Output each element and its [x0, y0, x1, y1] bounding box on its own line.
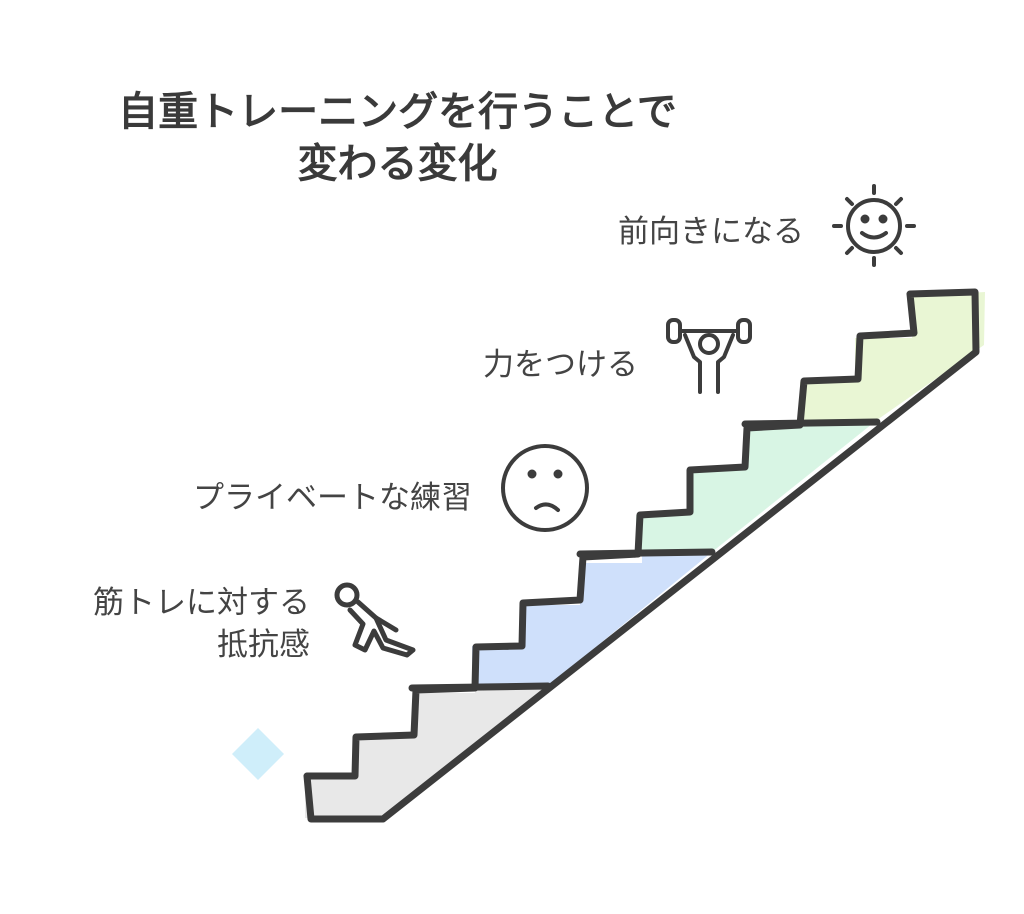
title-line-2: 変わる変化	[297, 141, 498, 187]
step-label-resistance-line-1: 筋トレに対する	[93, 585, 310, 621]
step-fill-4	[800, 292, 985, 422]
smiling-sun-icon	[832, 184, 916, 267]
step-label-positive: 前向きになる	[618, 214, 804, 250]
staircase-outline	[303, 288, 980, 823]
step-fill-1	[305, 686, 548, 820]
step-label-private-practice: プライベートな練習	[193, 480, 472, 516]
crawling-person-icon	[334, 582, 416, 658]
step-fill-3	[636, 420, 877, 553]
step-label-resistance: 筋トレに対する 抵抗感	[93, 582, 310, 666]
weightlifter-icon	[666, 318, 752, 394]
worried-face-icon	[501, 444, 589, 532]
diagram-title: 自重トレーニングを行うことで 変わる変化	[40, 86, 755, 190]
step-divider-3	[741, 418, 881, 428]
step-fill-2	[472, 552, 712, 688]
step-label-resistance-line-2: 抵抗感	[217, 627, 310, 663]
step-label-build-strength: 力をつける	[483, 347, 638, 383]
title-line-1: 自重トレーニングを行うことで	[118, 89, 677, 135]
decorative-diamond	[232, 728, 284, 780]
step-divider-1	[408, 682, 552, 692]
step-divider-2	[576, 548, 716, 558]
